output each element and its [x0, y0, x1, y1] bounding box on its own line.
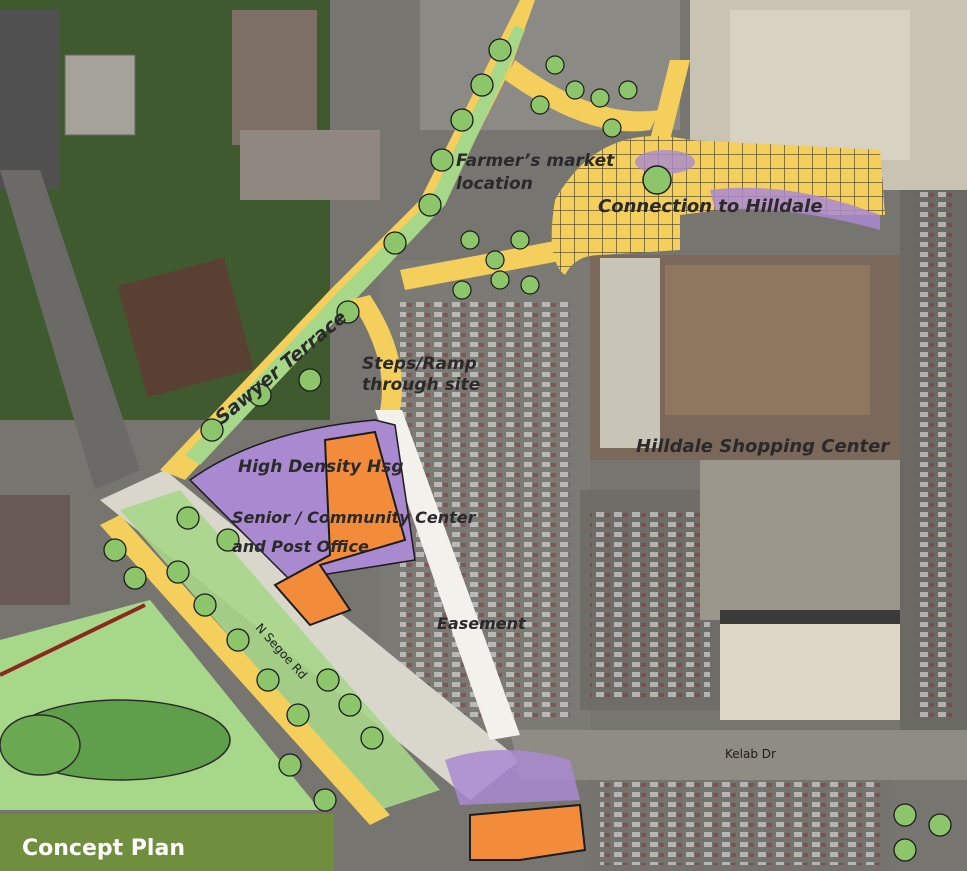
tree-k-3: [893, 838, 917, 862]
parking-cars-bottom: [600, 775, 880, 865]
tree-k-1: [893, 803, 917, 827]
label-farmers-market: Farmer’s market: [456, 151, 615, 171]
tree-fm-2: [485, 250, 505, 270]
tree-sawyer-10: [488, 38, 512, 62]
north-trees: [530, 55, 638, 138]
plaza-tree: [642, 165, 672, 195]
tree-sawyer-4: [336, 300, 360, 324]
segoe-sidewalk: [100, 515, 390, 825]
segoe-greenway: [120, 490, 440, 810]
tree-sawyer-7: [430, 148, 454, 172]
label-easement: Easement: [437, 614, 527, 633]
hilldale-roof-main: [665, 265, 870, 415]
building-apartment: [240, 130, 380, 200]
kelab-trees: [893, 803, 952, 862]
path-farmers-link: [400, 240, 565, 290]
path-north-curve: [505, 60, 660, 132]
building-brown-roof: [117, 257, 254, 398]
tree-segoe-14: [216, 528, 240, 552]
senior-community-center: [273, 430, 407, 627]
label-senior-community-center: Senior / Community Center: [232, 508, 477, 527]
tree-segoe-13: [176, 506, 200, 530]
label-connection-hilldale: Connection to Hilldale: [598, 196, 823, 217]
tree-segoe-9: [338, 693, 362, 717]
tree-segoe-3: [166, 560, 190, 584]
tree-segoe-4: [193, 593, 217, 617]
building-long-north: [232, 10, 317, 145]
park-boundary-line: [0, 603, 146, 677]
tree-fm-1: [460, 230, 480, 250]
building-west-edge: [0, 495, 70, 605]
south-purple-edge: [445, 750, 580, 805]
easement-strip: [375, 410, 520, 740]
segoe-trees: [103, 506, 384, 812]
tree-segoe-7: [286, 703, 310, 727]
tree-n-6: [602, 118, 622, 138]
hilldale-roof-white: [600, 258, 660, 448]
tree-fm-4: [452, 280, 472, 300]
roof-parking-nw: [0, 10, 60, 190]
tree-sawyer-2: [248, 383, 272, 407]
tree-segoe-1: [103, 538, 127, 562]
tree-n-3: [590, 88, 610, 108]
tree-segoe-6: [256, 668, 280, 692]
tree-segoe-5: [226, 628, 250, 652]
tree-fm-6: [490, 270, 510, 290]
tree-n-5: [530, 95, 550, 115]
tree-n-1: [545, 55, 565, 75]
hilldale-south-wing: [700, 460, 900, 620]
tree-sawyer-8: [450, 108, 474, 132]
tree-n-4: [618, 80, 638, 100]
tree-segoe-12: [278, 753, 302, 777]
tree-sawyer-9: [470, 73, 494, 97]
south-orange-building: [469, 803, 587, 861]
label-hilldale-shopping-center: Hilldale Shopping Center: [636, 436, 890, 457]
tree-canopy-park-2: [0, 714, 81, 776]
tree-sawyer-3: [298, 368, 322, 392]
tree-segoe-10: [360, 726, 384, 750]
label-steps-ramp: Steps/Ramp: [362, 354, 477, 374]
road-west-diagonal: [0, 170, 140, 490]
tree-segoe-11: [313, 788, 337, 812]
tree-fm-3: [510, 230, 530, 250]
label-high-density-hsg: High Density Hsg: [238, 457, 404, 477]
plaza-purple-band: [710, 187, 880, 230]
tree-sawyer-1: [200, 418, 224, 442]
label-kelab-dr: Kelab Dr: [725, 747, 776, 761]
tree-sawyer-5: [383, 231, 407, 255]
label-post-office: and Post Office: [232, 537, 369, 556]
path-steps-ramp: [350, 295, 402, 410]
tree-k-2: [928, 813, 952, 837]
mall-roof-band: [730, 10, 910, 160]
parking-cars-right: [915, 160, 955, 720]
tree-fm-5: [520, 275, 540, 295]
farmers-market-trees: [452, 230, 540, 300]
sawyer-trees: [200, 38, 512, 442]
concept-plan-caption: Concept Plan: [0, 814, 334, 871]
hilldale-south-roof: [720, 620, 900, 720]
building-office-nw: [64, 54, 136, 136]
label-through-site: through site: [362, 375, 480, 395]
road-kelab-dr: [510, 730, 967, 780]
tree-sawyer-6: [418, 193, 442, 217]
tree-segoe-2: [123, 566, 147, 590]
path-east-connector: [650, 60, 690, 140]
hilldale-dark-strip: [720, 610, 900, 624]
tree-n-2: [565, 80, 585, 100]
label-farmers-market-location: location: [456, 174, 533, 194]
parking-cars-south: [590, 510, 710, 700]
tree-segoe-8: [316, 668, 340, 692]
